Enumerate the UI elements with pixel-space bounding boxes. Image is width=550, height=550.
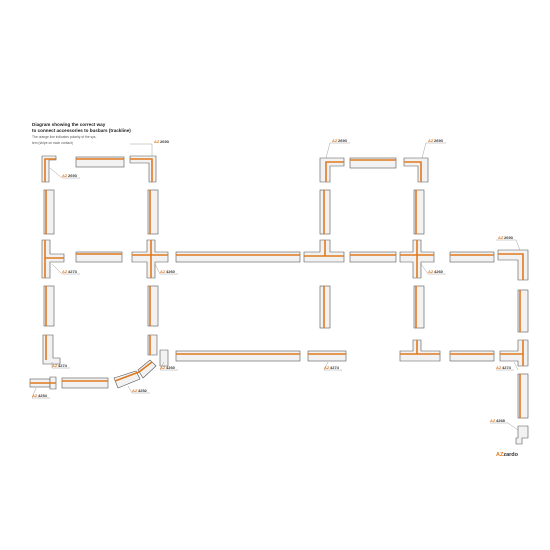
svg-text:4260: 4260 — [434, 269, 444, 274]
x-connector — [131, 239, 169, 279]
busbar-rail — [75, 251, 123, 263]
end-cap — [515, 425, 529, 445]
flexible-connector — [113, 359, 157, 389]
svg-text:4254: 4254 — [38, 393, 48, 398]
end-cap — [159, 349, 169, 367]
busbar-rail — [413, 189, 425, 235]
svg-text:2693: 2693 — [338, 138, 348, 143]
svg-text:2693: 2693 — [434, 138, 444, 143]
svg-text:AZ: AZ — [62, 173, 68, 178]
busbar-rail — [319, 285, 331, 329]
t-connector — [499, 339, 529, 367]
power-feed — [42, 334, 61, 365]
x-connector — [399, 239, 435, 279]
busbar-rail — [349, 157, 397, 169]
svg-text:AZ: AZ — [62, 269, 68, 274]
busbar-rail — [307, 350, 347, 362]
busbar-rail — [75, 156, 125, 168]
end-feed — [29, 376, 57, 390]
svg-text:4252: 4252 — [138, 388, 148, 393]
corner-connector — [319, 157, 345, 183]
power-feed — [147, 334, 158, 356]
busbar-rail — [147, 285, 159, 327]
svg-text:AZ: AZ — [498, 235, 504, 240]
busbar-rail — [319, 189, 331, 235]
busbar-rail — [175, 350, 301, 362]
busbar-rail — [175, 251, 301, 263]
svg-text:4268: 4268 — [496, 418, 506, 423]
svg-text:AZ: AZ — [32, 393, 38, 398]
corner-connector — [129, 155, 157, 183]
svg-text:4260: 4260 — [166, 269, 176, 274]
svg-text:4274: 4274 — [330, 365, 340, 370]
busbar-rail — [517, 373, 529, 419]
busbar-rail — [43, 189, 55, 235]
svg-text:AZ: AZ — [154, 139, 160, 144]
svg-text:AZ: AZ — [490, 418, 496, 423]
diagram-title-line-2: to connect accessories to busbars (track… — [32, 128, 131, 133]
busbar-rail — [43, 285, 55, 327]
svg-text:2693: 2693 — [504, 235, 514, 240]
corner-connector — [497, 249, 529, 281]
svg-text:AZ: AZ — [324, 365, 330, 370]
svg-text:AZ: AZ — [496, 365, 502, 370]
svg-text:AZ: AZ — [332, 138, 338, 143]
busbar-rail — [449, 350, 495, 362]
svg-text:AZ: AZ — [428, 269, 434, 274]
busbar-rail — [517, 289, 529, 333]
busbar-rail — [147, 189, 159, 235]
svg-text:4274: 4274 — [58, 363, 68, 368]
diagram-title-line-1: Diagram showing the correct way — [32, 122, 106, 127]
svg-text:4260: 4260 — [166, 365, 176, 370]
diagram-subtitle-line-1: The orange line indicates polarity of th… — [32, 135, 97, 139]
diagram-subtitle-line-2: tem (stripe on each contact) — [32, 141, 73, 145]
svg-text:AZ: AZ — [160, 365, 166, 370]
t-connector — [303, 239, 345, 263]
busbar-rail — [413, 285, 425, 329]
svg-text:AZ: AZ — [428, 138, 434, 143]
t-connector — [41, 239, 65, 279]
svg-text:AZ: AZ — [160, 269, 166, 274]
corner-connector — [403, 157, 429, 183]
t-connector — [399, 339, 441, 362]
corner-connector — [41, 155, 57, 183]
svg-text:AZ: AZ — [132, 388, 138, 393]
svg-text:4273: 4273 — [68, 269, 78, 274]
svg-text:4274: 4274 — [502, 365, 512, 370]
svg-text:AZ: AZ — [52, 363, 58, 368]
brand-logo: AZzardo — [496, 452, 519, 458]
busbar-rail — [61, 377, 109, 389]
svg-text:2693: 2693 — [68, 173, 78, 178]
busbar-rail — [449, 251, 495, 263]
busbar-rail — [349, 251, 397, 263]
svg-text:2693: 2693 — [160, 139, 170, 144]
